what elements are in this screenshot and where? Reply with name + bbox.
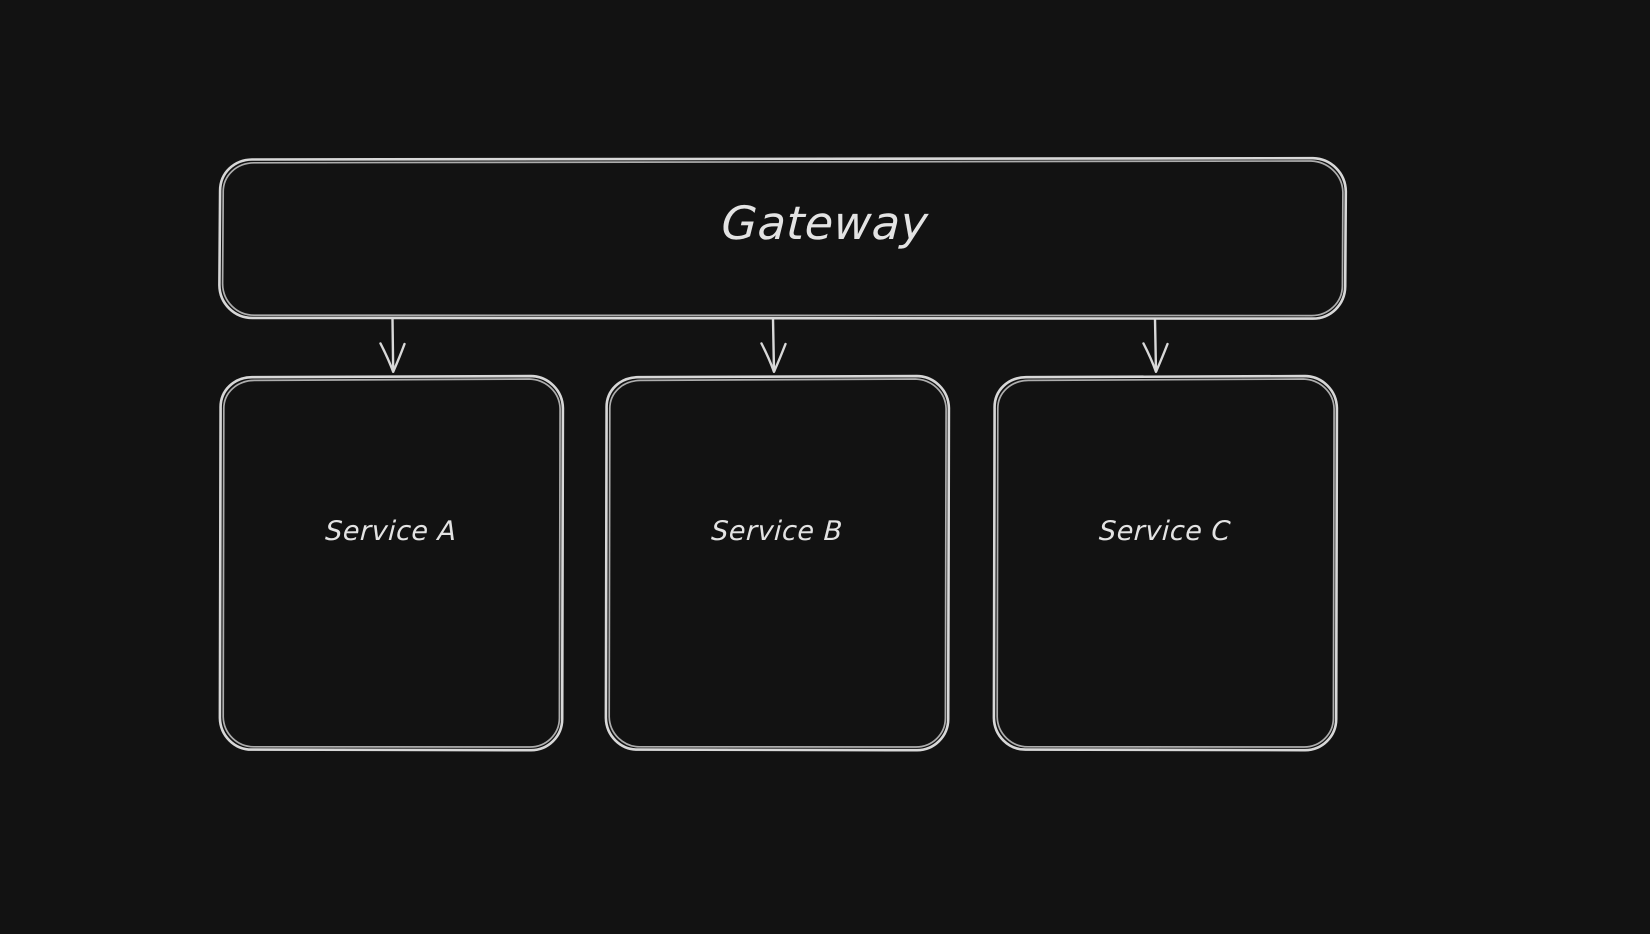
service-b-node-shape[interactable] [604,374,951,752]
service-b-box-outline-second-pass [608,378,947,748]
service-c-node-label: Service C [1098,516,1232,547]
service-c-node-shape[interactable] [992,374,1339,752]
service-b-node-label: Service B [710,516,844,547]
service-a-node-label: Service A [324,516,458,547]
gateway-to-service-b-connector[interactable] [760,317,787,373]
gateway-to-service-a-connector[interactable] [379,317,406,373]
service-a-box-outline-second-pass [222,378,561,748]
gateway-node-shape[interactable] [218,156,1348,320]
gateway-box-outline [218,156,1348,320]
connector-line [771,317,776,373]
arrowhead-down-icon [760,342,787,373]
service-c-box-outline [992,374,1339,752]
service-b-box-outline [604,374,951,752]
gateway-node-label: Gateway [720,196,930,250]
service-a-node-shape[interactable] [218,374,565,752]
arrowhead-down-icon [379,342,406,373]
gateway-box-outline-second-pass [221,160,1344,317]
gateway-to-service-c-connector[interactable] [1142,317,1169,373]
connector-line [1153,317,1158,373]
service-c-box-outline-second-pass [996,378,1335,748]
service-a-box-outline [218,374,565,752]
connector-line [391,317,395,373]
arrowhead-down-icon [1142,342,1169,373]
